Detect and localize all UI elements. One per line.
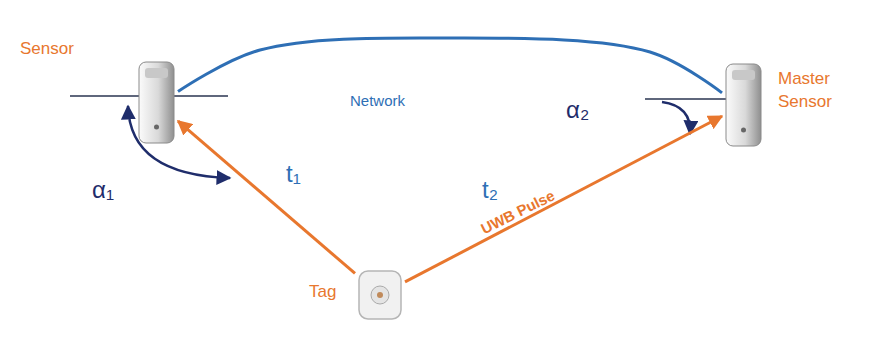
tag-device: Tag bbox=[355, 267, 405, 323]
network-link bbox=[178, 38, 722, 93]
signal-path bbox=[178, 121, 355, 273]
time-label: t₂ bbox=[482, 176, 498, 204]
signal-path bbox=[405, 116, 722, 282]
angle-label: α₂ bbox=[566, 96, 589, 124]
device-label: Master Sensor bbox=[778, 68, 858, 114]
device-icon bbox=[355, 267, 405, 323]
device-icon bbox=[722, 62, 765, 148]
sensor-device: Master Sensor bbox=[722, 62, 765, 148]
device-label: Sensor bbox=[20, 38, 74, 61]
device-label: Tag bbox=[309, 281, 336, 304]
angle-label: α₁ bbox=[92, 176, 114, 204]
network-label: Network bbox=[350, 92, 405, 109]
time-label: t₁ bbox=[286, 160, 301, 188]
device-icon bbox=[135, 60, 178, 145]
angle-arc bbox=[662, 102, 690, 134]
sensor-device: Sensor bbox=[135, 60, 178, 145]
